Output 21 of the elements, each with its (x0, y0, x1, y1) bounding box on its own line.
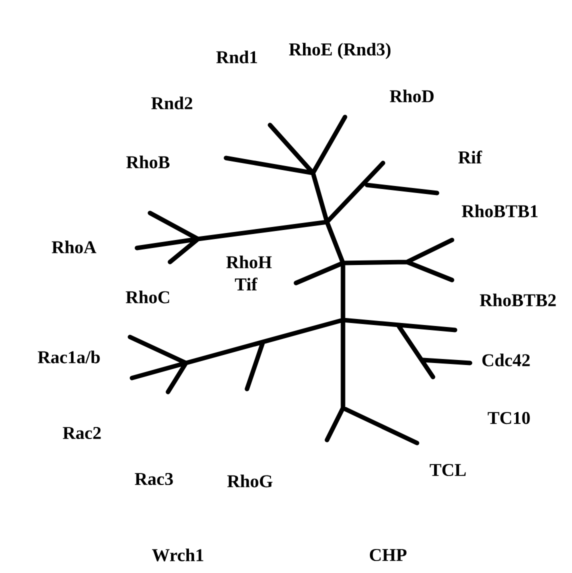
leaf-label: Rif (458, 150, 482, 164)
leaf-label: RhoBTB1 (462, 204, 538, 218)
leaf-label: RhoB (126, 156, 170, 168)
leaf-label: Rnd1 (216, 50, 258, 64)
leaf-label: Rac2 (62, 426, 101, 440)
leaf-label: RhoC (126, 290, 170, 304)
leaf-label: Tif (234, 278, 258, 290)
leaf-label: RhoH (226, 256, 272, 268)
leaf-label: Cdc42 (482, 354, 530, 366)
leaf-label: Rac1a/b (38, 350, 100, 364)
leaf-label: RhoD (390, 90, 434, 102)
leaf-label: Rac3 (134, 472, 173, 486)
leaf-label: Rnd2 (151, 96, 192, 110)
leaf-label: RhoBTB2 (480, 294, 556, 306)
leaf-label: RhoE (Rnd3) (289, 42, 390, 60)
leaf-label: Wrch1 (152, 548, 204, 562)
leaf-label: RhoG (227, 474, 273, 488)
leaf-label: TC10 (488, 412, 530, 424)
leaf-label: CHP (370, 548, 406, 562)
leaf-label: RhoA (52, 240, 96, 254)
leaf-label: TCL (430, 464, 466, 476)
